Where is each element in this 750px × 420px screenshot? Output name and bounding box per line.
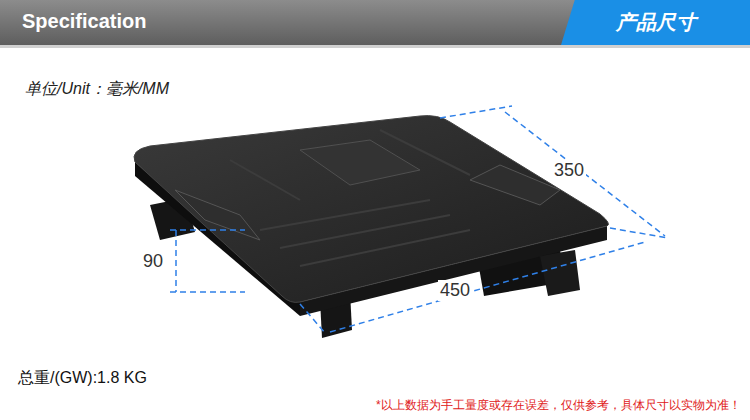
dimension-value: 450 — [438, 280, 472, 301]
header-title: Specification — [22, 10, 146, 33]
header-rule — [0, 45, 750, 48]
footrest-body — [134, 116, 608, 316]
weight-note: 总重/(GW):1.8 KG — [18, 368, 147, 389]
dimension-value: 90 — [143, 251, 163, 272]
dimension-lines — [170, 106, 668, 334]
unit-note: 单位/Unit：毫米/MM — [25, 79, 169, 100]
header-bar — [0, 0, 750, 45]
banner-text: 产品尺寸 — [616, 9, 696, 36]
disclaimer-note: *以上数据为手工量度或存在误差，仅供参考，具体尺寸以实物为准！ — [376, 397, 741, 414]
dimension-value: 350 — [552, 160, 586, 181]
banner-tag: 产品尺寸 — [561, 0, 750, 45]
